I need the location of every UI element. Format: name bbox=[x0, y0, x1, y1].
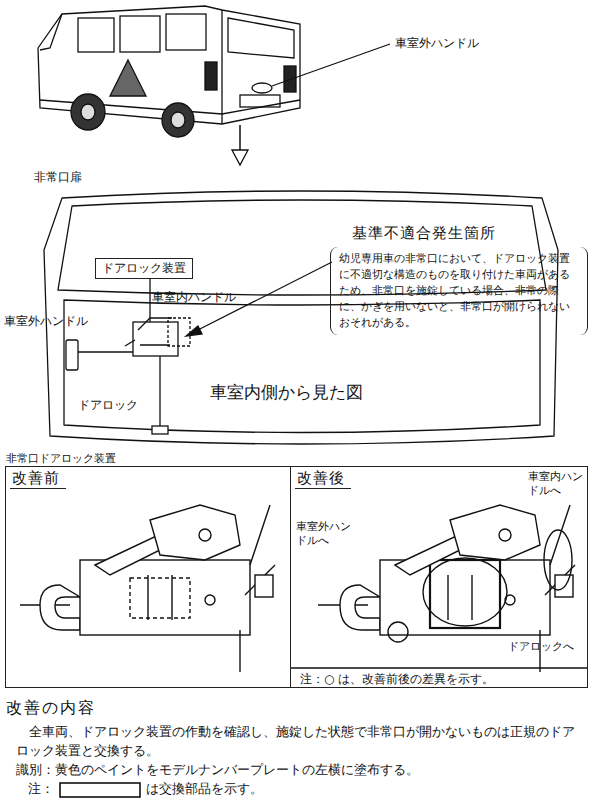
part-label: 車室内ハンドル bbox=[152, 290, 236, 305]
part-label: 非常口扉 bbox=[34, 170, 82, 185]
comparison-panel: 改善後 bbox=[290, 466, 588, 688]
callout-text: 幼児専用車の非常口において、ドアロック装置に不適切な構造のものを取り付けた車両が… bbox=[330, 247, 588, 335]
panel-heading: 改善後 bbox=[295, 469, 351, 489]
callout-heading: 基準不適合発生箇所 bbox=[330, 224, 588, 243]
part-label: 車室外ハンドル bbox=[395, 36, 479, 51]
part-label: は交換部品を示す。 bbox=[146, 781, 263, 797]
replacement-sample bbox=[60, 783, 140, 797]
part-label: ドアロック bbox=[78, 398, 138, 413]
part-label: 注： bbox=[28, 781, 54, 797]
part-label: 識別：黄色のペイントをモデルナンバープレートの左横に塗布する。 bbox=[16, 762, 419, 778]
part-box: ドアロック装置 bbox=[95, 258, 193, 279]
section-heading: 改善の内容 bbox=[6, 698, 96, 718]
part-label: 車室内側から見た図 bbox=[210, 382, 363, 403]
part-label: 車室外ハンドルへ bbox=[296, 520, 354, 548]
lock-after bbox=[291, 505, 588, 672]
comparison-panel: 改善前 bbox=[5, 466, 291, 688]
van-drawing bbox=[38, 6, 390, 165]
part-label: 車室外ハンドル bbox=[4, 314, 88, 329]
lock-before bbox=[20, 505, 275, 672]
body-text: 全車両、ドアロック装置の作動を確認し、施錠した状態で非常口が開かないものは正規の… bbox=[16, 722, 581, 761]
callout-box: 基準不適合発生箇所幼児専用車の非常口において、ドアロック装置に不適切な構造のもの… bbox=[330, 224, 588, 335]
node-text: ドアロック装置 bbox=[102, 261, 186, 275]
part-label: ドアロックへ bbox=[508, 640, 578, 654]
part-label: 車室内ハンドルへ bbox=[528, 470, 586, 498]
part-label: 非常口ドアロック装置 bbox=[6, 452, 116, 466]
panel-heading: 改善前 bbox=[10, 469, 66, 489]
part-label: 注：○ は、改善前後の差異を示す。 bbox=[300, 672, 494, 687]
